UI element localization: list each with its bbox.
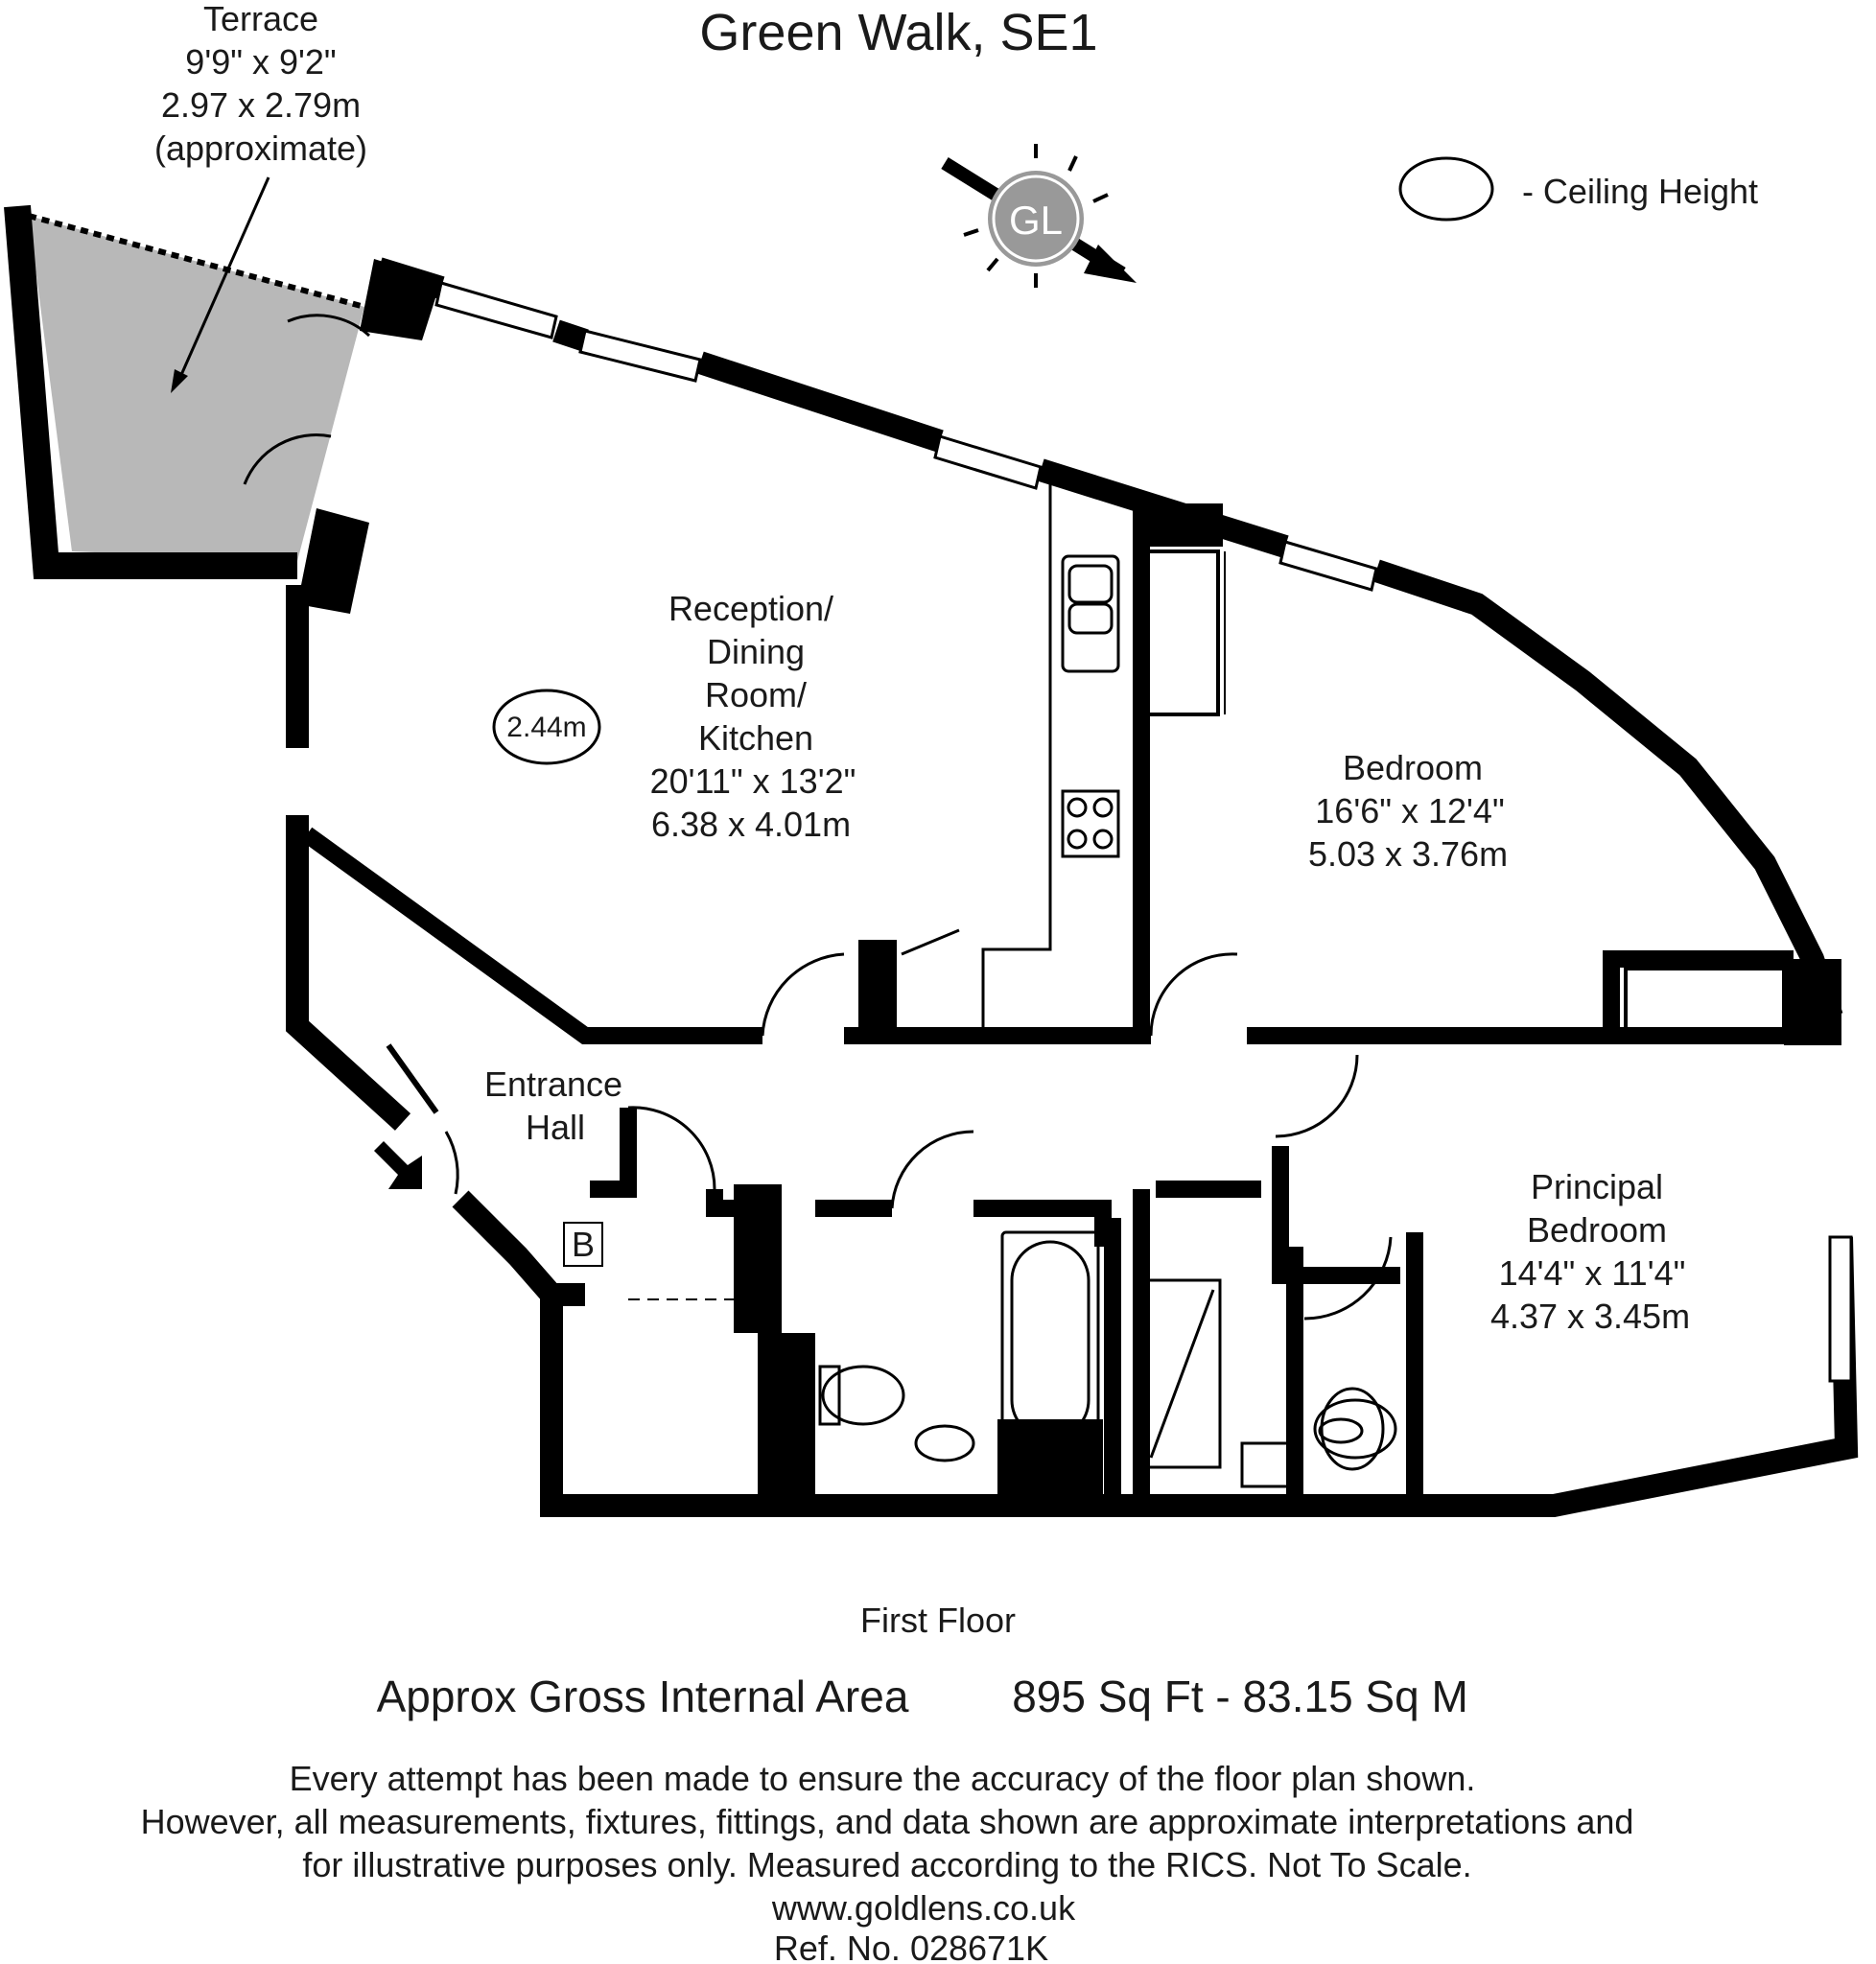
svg-text:Reception/: Reception/ xyxy=(668,589,833,628)
disclaimer-line2: However, all measurements, fixtures, fit… xyxy=(141,1802,1634,1841)
ceiling-height-oval xyxy=(492,689,601,765)
area-label: Approx Gross Internal Area xyxy=(377,1672,909,1721)
boiler-label: B xyxy=(572,1225,595,1264)
website: www.goldlens.co.uk xyxy=(771,1888,1076,1928)
svg-text:16'6" x 12'4": 16'6" x 12'4" xyxy=(1315,791,1504,830)
svg-text:14'4" x 11'4": 14'4" x 11'4" xyxy=(1499,1253,1686,1293)
svg-text:20'11" x 13'2": 20'11" x 13'2" xyxy=(650,761,856,801)
entrance-hall-label: Entrance Hall xyxy=(484,1064,622,1147)
svg-text:5.03 x 3.76m: 5.03 x 3.76m xyxy=(1308,834,1508,874)
svg-text:Dining: Dining xyxy=(707,632,805,671)
logo-text: GL xyxy=(1009,198,1063,243)
svg-text:Kitchen: Kitchen xyxy=(698,718,813,758)
page-title: Green Walk, SE1 xyxy=(699,4,1097,61)
terrace-railing xyxy=(28,213,365,310)
svg-text:4.37 x 3.45m: 4.37 x 3.45m xyxy=(1490,1297,1690,1336)
svg-text:Terrace: Terrace xyxy=(203,0,318,38)
ceiling-height-value: 2.44m xyxy=(506,712,586,743)
boiler-box xyxy=(563,1222,603,1267)
disclaimer-line1: Every attempt has been made to ensure th… xyxy=(290,1759,1476,1798)
svg-text:9'9" x 9'2": 9'9" x 9'2" xyxy=(185,42,336,82)
entry-arrow xyxy=(374,1141,422,1189)
terrace-area xyxy=(29,216,364,561)
reference-number: Ref. No. 028671K xyxy=(774,1929,1048,1964)
ceiling-legend-label: - Ceiling Height xyxy=(1522,172,1758,211)
svg-text:Bedroom: Bedroom xyxy=(1343,748,1483,787)
svg-text:(approximate): (approximate) xyxy=(154,129,367,168)
svg-text:Entrance: Entrance xyxy=(484,1064,622,1104)
svg-text:Room/: Room/ xyxy=(705,675,807,714)
bathroom-fixtures xyxy=(818,1230,1397,1488)
windows xyxy=(434,281,1853,1383)
kitchen-counter xyxy=(981,484,1120,1036)
bedroom-label: Bedroom 16'6" x 12'4" 5.03 x 3.76m xyxy=(1308,748,1508,874)
terrace-label: Terrace 9'9" x 9'2" 2.97 x 2.79m (approx… xyxy=(154,0,367,393)
svg-text:2.97 x 2.79m: 2.97 x 2.79m xyxy=(161,85,361,125)
wall-columns xyxy=(734,503,1841,1501)
compass-logo xyxy=(941,144,1137,288)
wall-block xyxy=(297,508,369,614)
area-value: 895 Sq Ft - 83.15 Sq M xyxy=(1012,1672,1468,1721)
svg-text:Bedroom: Bedroom xyxy=(1527,1210,1667,1250)
terrace-wall xyxy=(4,204,297,579)
svg-text:Hall: Hall xyxy=(526,1108,585,1147)
wall-block xyxy=(360,259,441,340)
bedroom-wardrobe xyxy=(1149,549,1226,716)
disclaimer-line3: for illustrative purposes only. Measured… xyxy=(302,1845,1471,1884)
door-swings xyxy=(243,314,1393,1321)
svg-text:Principal: Principal xyxy=(1531,1167,1663,1206)
principal-bedroom-label: Principal Bedroom 14'4" x 11'4" 4.37 x 3… xyxy=(1490,1167,1690,1336)
interior-walls xyxy=(301,499,1822,1496)
floor-label: First Floor xyxy=(860,1601,1016,1640)
ceiling-legend-oval xyxy=(1398,156,1494,222)
reception-label: Reception/ Dining Room/ Kitchen 20'11" x… xyxy=(650,589,856,844)
principal-wardrobe xyxy=(1624,967,1786,1042)
svg-text:6.38 x 4.01m: 6.38 x 4.01m xyxy=(651,805,851,844)
